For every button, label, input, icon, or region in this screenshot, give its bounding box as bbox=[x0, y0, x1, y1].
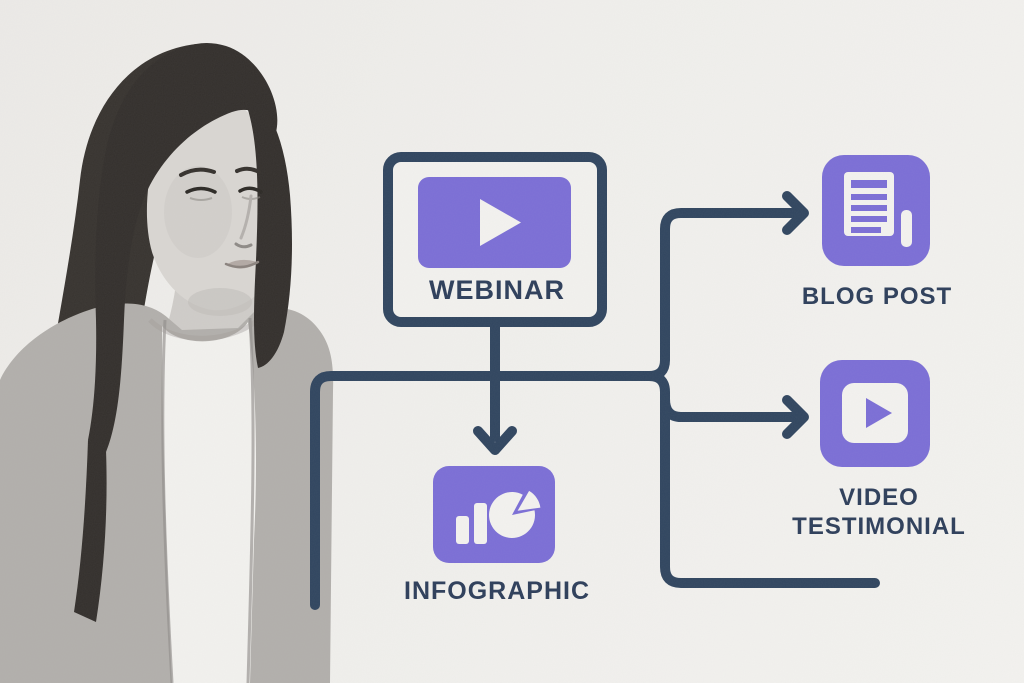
infographic-label: INFOGRAPHIC bbox=[404, 577, 590, 605]
webinar-label: WEBINAR bbox=[429, 275, 565, 305]
bar-and-pie-chart-icon bbox=[456, 490, 541, 544]
blog-post-icon bbox=[822, 155, 930, 266]
edge-webinar-blog-post bbox=[644, 208, 797, 381]
edge-webinar-video-testimonial bbox=[660, 394, 797, 422]
video-testimonial-label: VIDEO TESTIMONIAL bbox=[792, 483, 966, 541]
webinar-play-icon bbox=[418, 177, 571, 268]
play-triangle-icon bbox=[480, 199, 521, 246]
video-play-icon bbox=[842, 383, 908, 443]
infographic-icon bbox=[433, 466, 555, 563]
blog-post-label: BLOG POST bbox=[801, 283, 953, 310]
video-testimonial-icon bbox=[820, 360, 930, 467]
video-testimonial-label-line2: TESTIMONIAL bbox=[792, 513, 966, 540]
video-testimonial-label-line1: VIDEO bbox=[839, 484, 919, 511]
article-document-icon bbox=[844, 172, 912, 247]
